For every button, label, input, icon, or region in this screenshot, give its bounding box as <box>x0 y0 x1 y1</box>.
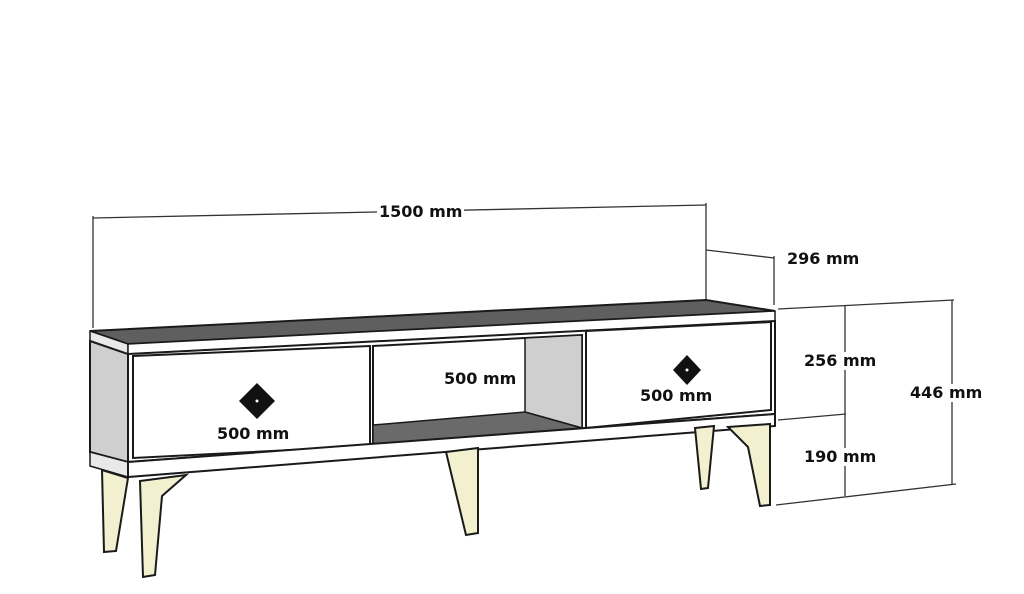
left-door-width-label: 500 mm <box>215 424 292 443</box>
legs <box>100 422 771 579</box>
right-door-width-label: 500 mm <box>638 386 715 405</box>
depth-label: 296 mm <box>785 249 862 268</box>
leg-front-right <box>725 422 771 508</box>
width-label: 1500 mm <box>377 202 465 221</box>
middle-width-label: 500 mm <box>442 369 519 388</box>
leg-back-right <box>693 424 716 491</box>
total-height-label: 446 mm <box>908 383 985 402</box>
body-height-label: 256 mm <box>802 351 879 370</box>
leg-front-left <box>138 473 190 579</box>
leg-front-left-back <box>100 468 130 554</box>
diamond-handle-icon <box>673 355 701 385</box>
diamond-handle-icon <box>239 383 275 419</box>
leg-height-label: 190 mm <box>802 447 879 466</box>
left-side-panel <box>89 339 129 464</box>
leg-middle <box>444 446 479 537</box>
